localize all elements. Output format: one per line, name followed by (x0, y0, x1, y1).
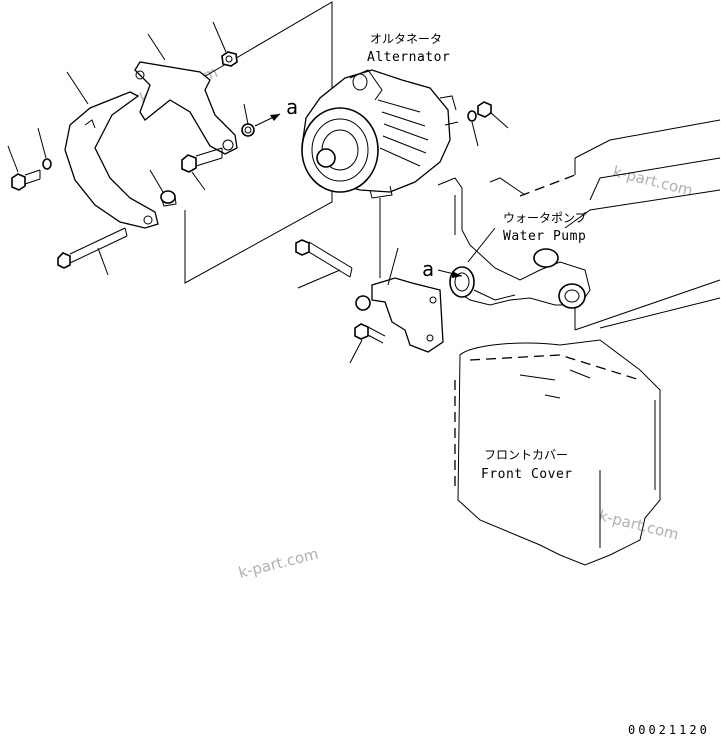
water-pump-label-en: Water Pump (503, 229, 586, 244)
reference-arrow-bottom: a (422, 257, 463, 281)
reference-arrow-top: a (254, 95, 299, 127)
fasteners (11, 51, 492, 344)
alternator-bracket (355, 198, 444, 353)
ref-a-top: a (286, 95, 299, 119)
front-cover-label-en: Front Cover (481, 467, 573, 482)
ref-a-bottom: a (422, 257, 435, 281)
front-cover: フロントカバー Front Cover (454, 339, 661, 566)
watermark: k-part.com (611, 162, 695, 199)
leader-lines (7, 21, 509, 364)
belt-cover (64, 91, 159, 229)
assembly-boundary (184, 1, 333, 284)
alternator-label-en: Alternator (367, 50, 450, 65)
watermark: k-part.com (237, 545, 321, 582)
alternator: オルタネータ Alternator (301, 32, 459, 199)
alternator-label-jp: オルタネータ (370, 32, 442, 46)
drawing-number: 00021120 (628, 723, 710, 737)
front-cover-label-jp: フロントカバー (484, 448, 568, 462)
water-pump: ウォータポンプ Water Pump (437, 177, 591, 309)
adjust-bracket (134, 61, 238, 155)
water-pump-label-jp: ウォータポンプ (503, 211, 587, 225)
watermark: k-part.com (597, 506, 681, 543)
engine-block (519, 119, 721, 331)
